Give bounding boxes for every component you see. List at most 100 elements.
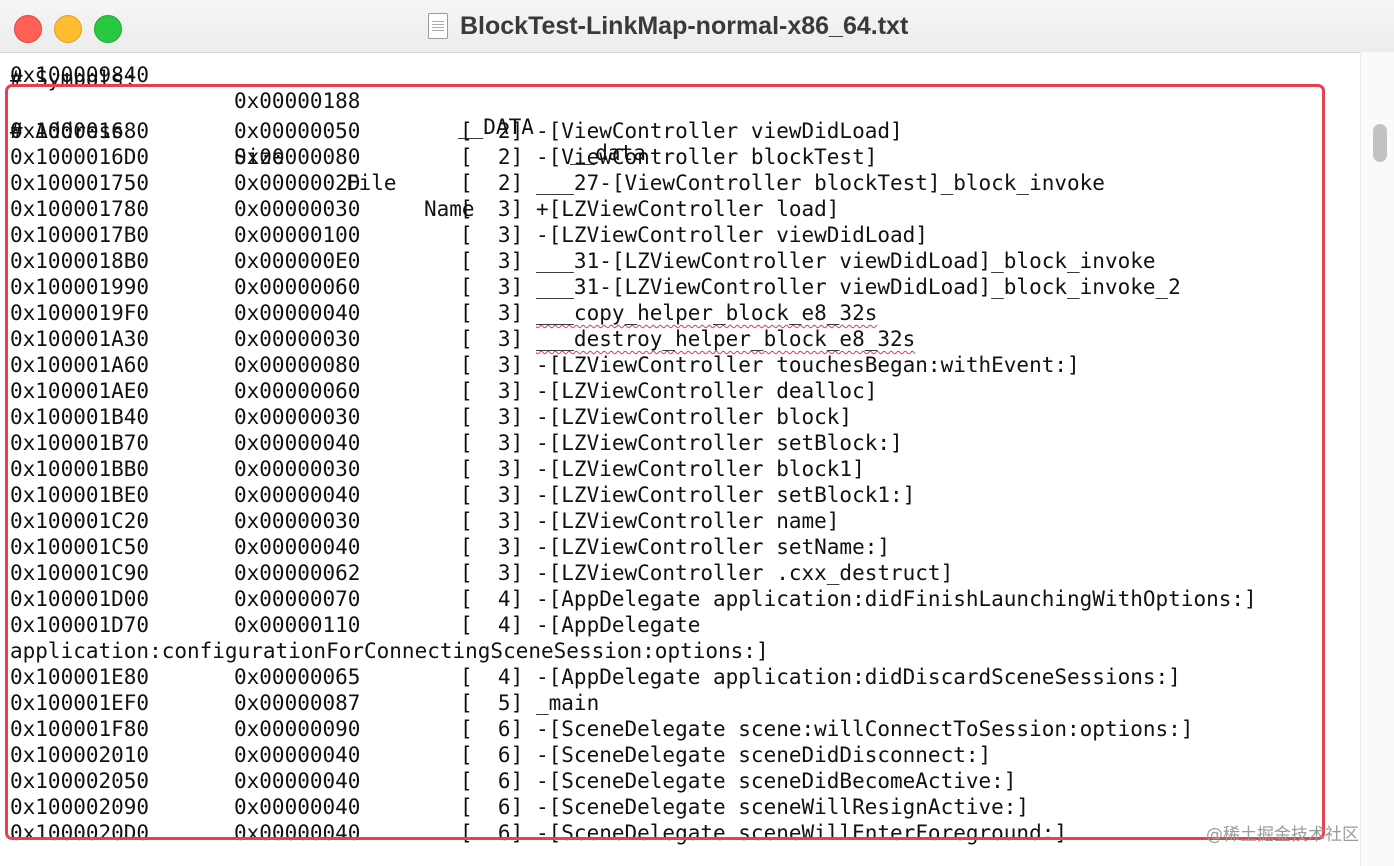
address-cell: 0x100001C20: [10, 509, 150, 533]
file-index-cell: [ 3]: [460, 509, 524, 533]
symbol-name-cell: -[LZViewController viewDidLoad]: [536, 223, 928, 247]
symbol-name-cell: -[SceneDelegate sceneDidBecomeActive:]: [536, 769, 1017, 793]
address-cell: 0x100001D70: [10, 613, 150, 637]
address-cell: 0x1000018B0: [10, 249, 150, 273]
file-index-cell: [ 3]: [460, 249, 524, 273]
address-cell: 0x100001F80: [10, 717, 150, 741]
file-index-cell: [ 5]: [460, 691, 524, 715]
zoom-window-button[interactable]: [94, 15, 122, 43]
file-index-cell: [ 3]: [460, 561, 524, 585]
address-cell: 0x100001B40: [10, 405, 150, 429]
symbol-name-cell: -[AppDelegate application:didFinishLaunc…: [536, 587, 1257, 611]
file-index-cell: [ 3]: [460, 483, 524, 507]
address-cell: 0x100001780: [10, 197, 150, 221]
text-document-area[interactable]: 0x100009840 0x00000188 __DATA __data # S…: [0, 52, 1360, 866]
file-index-cell: [ 3]: [460, 353, 524, 377]
symbol-name-cell: -[AppDelegate: [536, 613, 701, 637]
address-cell: 0x100001750: [10, 171, 150, 195]
symbol-name-cell: -[LZViewController setName:]: [536, 535, 891, 559]
symbol-name-cell: _main: [536, 691, 600, 715]
file-index-cell: [ 4]: [460, 613, 524, 637]
size-cell: 0x00000040: [234, 535, 361, 559]
file-index-cell: [ 3]: [460, 535, 524, 559]
address-cell: 0x100001EF0: [10, 691, 150, 715]
address-cell: 0x100001BB0: [10, 457, 150, 481]
address-cell: 0x100001990: [10, 275, 150, 299]
symbol-name-cell: -[SceneDelegate sceneWillResignActive:]: [536, 795, 1030, 819]
segment-cell: __DATA: [458, 115, 534, 139]
size-cell: 0x00000087: [234, 691, 361, 715]
address-cell: 0x100002090: [10, 795, 150, 819]
address-cell: 0x100001B70: [10, 431, 150, 455]
size-cell: 0x00000040: [234, 795, 361, 819]
symbol-name-cell: -[LZViewController setBlock1:]: [536, 483, 916, 507]
size-cell: 0x00000040: [234, 483, 361, 507]
size-cell: 0x000000E0: [234, 249, 361, 273]
file-index-cell: [ 3]: [460, 197, 524, 221]
symbol-name-cell: ___copy_helper_block_e8_32s: [536, 301, 878, 325]
symbol-name-cell: -[LZViewController dealloc]: [536, 379, 878, 403]
address-cell: 0x1000016D0: [10, 145, 150, 169]
file-index-cell: [ 3]: [460, 379, 524, 403]
symbol-name-cell: +[LZViewController load]: [536, 197, 840, 221]
file-index-cell: [ 2]: [460, 119, 524, 143]
partial-top-line: 0x100009840 0x00000188 __DATA __data: [10, 52, 646, 165]
symbol-name-cell: -[SceneDelegate scene:willConnectToSessi…: [536, 717, 1194, 741]
address-cell: 0x100001E80: [10, 665, 150, 689]
file-index-cell: [ 2]: [460, 145, 524, 169]
minimize-window-button[interactable]: [54, 15, 82, 43]
file-index-cell: [ 3]: [460, 223, 524, 247]
title-bar: BlockTest-LinkMap-normal-x86_64.txt: [0, 0, 1394, 53]
size-cell: 0x00000040: [234, 431, 361, 455]
symbol-name-cell: ___destroy_helper_block_e8_32s: [536, 327, 916, 351]
size-cell: 0x00000040: [234, 301, 361, 325]
address-cell: 0x100001680: [10, 119, 150, 143]
size-cell: 0x00000050: [234, 119, 361, 143]
file-index-cell: [ 6]: [460, 821, 524, 845]
size-cell: 0x00000030: [234, 327, 361, 351]
address-cell: 0x100001A60: [10, 353, 150, 377]
size-cell: 0x00000040: [234, 821, 361, 845]
symbol-name-cell: -[LZViewController name]: [536, 509, 840, 533]
vertical-scrollbar[interactable]: [1360, 52, 1394, 866]
file-index-cell: [ 3]: [460, 431, 524, 455]
address-cell: 0x100001C90: [10, 561, 150, 585]
symbol-name-cell: -[ViewController viewDidLoad]: [536, 119, 903, 143]
symbol-name-cell: -[SceneDelegate sceneWillEnterForeground…: [536, 821, 1068, 845]
section-cell: __data: [570, 141, 646, 165]
file-index-cell: [ 3]: [460, 327, 524, 351]
size-cell: 0x00000090: [234, 717, 361, 741]
size-cell: 0x00000030: [234, 457, 361, 481]
address-cell: 0x1000020D0: [10, 821, 150, 845]
symbol-name-cell: -[LZViewController touchesBegan:withEven…: [536, 353, 1080, 377]
file-index-cell: [ 6]: [460, 743, 524, 767]
size-cell: 0x00000065: [234, 665, 361, 689]
file-index-cell: [ 3]: [460, 405, 524, 429]
size-cell: 0x0000002D: [234, 171, 361, 195]
column-header-row: # Address Size File Name: [10, 92, 475, 221]
size-cell: 0x00000030: [234, 405, 361, 429]
file-index-cell: [ 4]: [460, 587, 524, 611]
symbol-name-cell: -[AppDelegate application:didDiscardScen…: [536, 665, 1181, 689]
symbols-section-header: # Symbols:: [10, 67, 137, 91]
symbol-name-cell: ___31-[LZViewController viewDidLoad]_blo…: [536, 249, 1156, 273]
address-cell: 0x100001C50: [10, 535, 150, 559]
size-cell: 0x00000080: [234, 145, 361, 169]
file-index-cell: [ 2]: [460, 171, 524, 195]
size-cell: 0x00000060: [234, 275, 361, 299]
address-cell: 0x100001A30: [10, 327, 150, 351]
close-window-button[interactable]: [14, 15, 42, 43]
address-cell: 0x100001AE0: [10, 379, 150, 403]
file-index-cell: [ 3]: [460, 301, 524, 325]
symbol-name-cell: -[LZViewController block]: [536, 405, 853, 429]
file-index-cell: [ 4]: [460, 665, 524, 689]
size-cell: 0x00000030: [234, 197, 361, 221]
symbol-name-cell: -[ViewController blockTest]: [536, 145, 878, 169]
symbol-name-cell: -[LZViewController block1]: [536, 457, 865, 481]
size-cell: 0x00000030: [234, 509, 361, 533]
address-cell: 0x1000019F0: [10, 301, 150, 325]
symbol-name-cell: -[LZViewController setBlock:]: [536, 431, 903, 455]
column-header-name: Name: [424, 197, 475, 221]
size-cell: 0x00000100: [234, 223, 361, 247]
scroll-thumb[interactable]: [1373, 124, 1387, 162]
